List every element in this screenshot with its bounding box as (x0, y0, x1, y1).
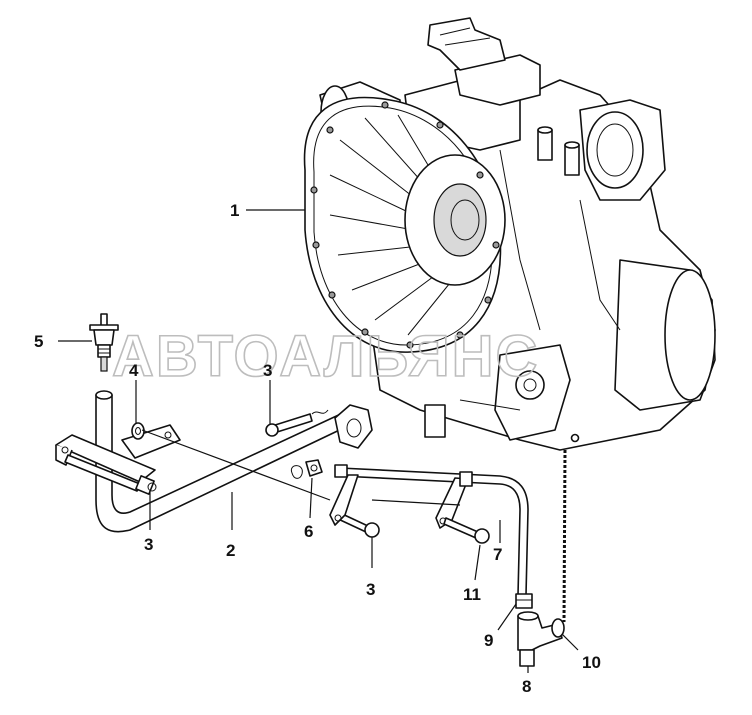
breather-valve (89, 313, 119, 372)
callout-3-upper: 3 (263, 361, 272, 380)
callout-1: 1 (230, 201, 239, 220)
callout-4: 4 (129, 361, 139, 380)
breather-tube (55, 390, 373, 533)
washer-4 (131, 422, 145, 440)
callout-3-left: 3 (144, 535, 153, 554)
pipe-7 (329, 464, 529, 596)
callout-5: 5 (34, 332, 43, 351)
fitting-9 (515, 593, 533, 609)
callout-11: 11 (463, 585, 481, 604)
callout-9: 9 (484, 631, 493, 650)
bolt-11 (443, 517, 490, 544)
bolt-3-upper (265, 413, 313, 437)
elbow-fitting-8 (517, 611, 563, 667)
nut-6 (290, 459, 323, 479)
bolt-3-left (64, 454, 157, 495)
callout-6: 6 (304, 522, 313, 541)
leader-lines (58, 209, 579, 673)
bell-housing (303, 96, 506, 353)
callout-2: 2 (226, 541, 235, 560)
drain-line (562, 449, 567, 623)
callout-8: 8 (522, 677, 531, 696)
callout-10: 10 (582, 653, 601, 672)
watermark: АВТОАЛЬЯНС (112, 324, 539, 389)
sealing-ring-10 (551, 618, 565, 638)
callout-7: 7 (493, 545, 502, 564)
callout-3-lower: 3 (366, 580, 375, 599)
